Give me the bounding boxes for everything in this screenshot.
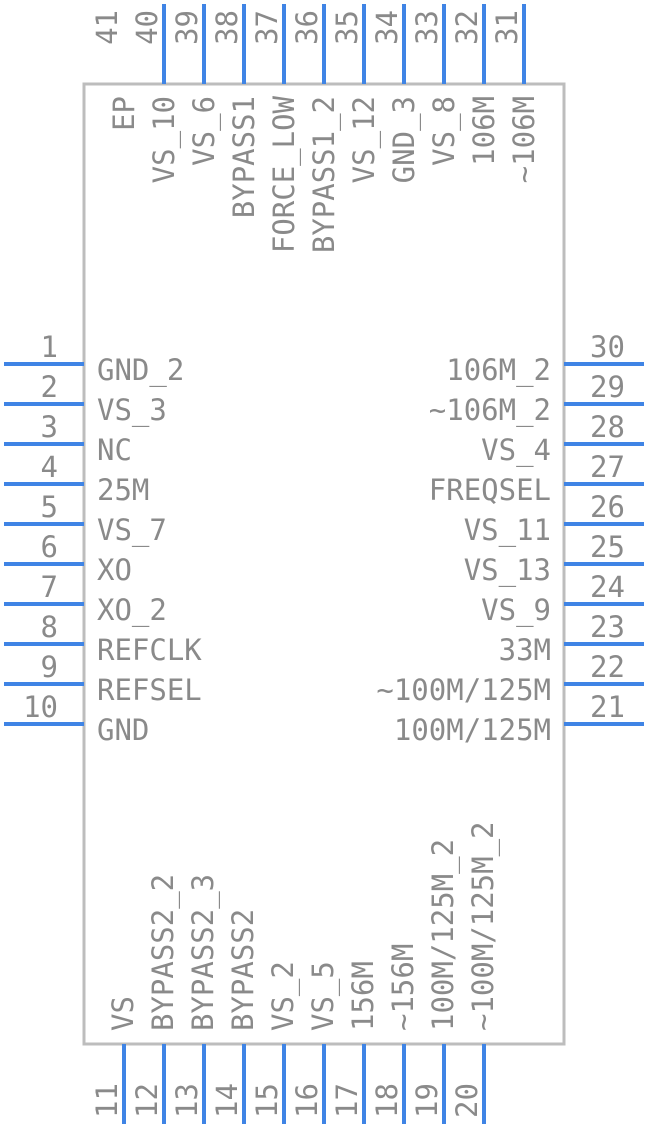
pin-number-27: 27 xyxy=(590,450,625,484)
pin-number-6: 6 xyxy=(41,530,58,564)
pin-label-not-156m: ~156M xyxy=(386,944,420,1031)
pin-label-freqsel: FREQSEL xyxy=(429,473,551,507)
pin-number-39: 39 xyxy=(170,10,204,45)
pin-number-40: 40 xyxy=(130,10,164,45)
pin-label-106m-2: 106M_2 xyxy=(446,353,551,388)
pin-number-1: 1 xyxy=(41,330,58,364)
pin-label-ep: EP xyxy=(107,96,141,131)
pin-label-bypass1: BYPASS1 xyxy=(227,96,261,218)
pin-number-15: 15 xyxy=(250,1083,284,1118)
pin-label-vs: VS xyxy=(106,996,140,1031)
pin-label-bypass2-2: BYPASS2_2 xyxy=(146,874,181,1031)
pin-number-8: 8 xyxy=(41,610,58,644)
pin-label-not-100m-125m-2: ~100M/125M_2 xyxy=(466,821,501,1031)
pin-number-5: 5 xyxy=(41,490,58,524)
pin-number-20: 20 xyxy=(450,1083,484,1118)
pin-number-14: 14 xyxy=(210,1083,244,1118)
pin-number-36: 36 xyxy=(290,10,324,45)
pin-label-100m-125m-2: 100M/125M_2 xyxy=(426,839,461,1031)
pin-label-not-106m: ~106M xyxy=(507,96,541,183)
pin-number-2: 2 xyxy=(41,370,58,404)
pin-label-156m: 156M xyxy=(346,961,380,1031)
pin-label-not-100m-125m: ~100M/125M xyxy=(376,673,551,707)
pin-number-30: 30 xyxy=(590,330,625,364)
pin-label-bypass1-2: BYPASS1_2 xyxy=(307,96,342,253)
pin-label-refclk: REFCLK xyxy=(97,633,202,667)
pin-number-32: 32 xyxy=(450,10,484,45)
pin-label-bypass2: BYPASS2 xyxy=(226,909,260,1031)
pin-label-33m: 33M xyxy=(499,633,551,667)
pin-number-4: 4 xyxy=(41,450,58,484)
pin-number-18: 18 xyxy=(370,1083,404,1118)
pin-label-gnd-2: GND_2 xyxy=(97,353,184,388)
pin-number-29: 29 xyxy=(590,370,625,404)
pin-number-28: 28 xyxy=(590,410,625,444)
pin-number-12: 12 xyxy=(130,1083,164,1118)
pin-number-19: 19 xyxy=(410,1083,444,1118)
pin-label-vs-6: VS_6 xyxy=(187,96,222,166)
pin-number-41: 41 xyxy=(90,10,124,45)
pin-number-31: 31 xyxy=(490,10,524,45)
pin-label-vs-12: VS_12 xyxy=(347,96,382,183)
pin-label-gnd-3: GND_3 xyxy=(387,96,422,183)
pin-label-xo-2: XO_2 xyxy=(97,593,167,628)
pin-number-3: 3 xyxy=(41,410,58,444)
pin-label-vs-7: VS_7 xyxy=(97,513,167,548)
pin-label-vs-13: VS_13 xyxy=(464,553,551,588)
pin-label-25m: 25M xyxy=(97,473,149,507)
pin-number-37: 37 xyxy=(250,10,284,45)
pin-number-23: 23 xyxy=(590,610,625,644)
pin-number-9: 9 xyxy=(41,650,58,684)
pin-number-11: 11 xyxy=(90,1083,124,1118)
pin-label-100m-125m: 100M/125M xyxy=(394,713,551,747)
pin-label-xo: XO xyxy=(97,553,132,587)
pin-number-7: 7 xyxy=(41,570,58,604)
pin-label-vs-5: VS_5 xyxy=(306,961,341,1031)
ic-body xyxy=(82,82,566,1046)
pin-label-bypass2-3: BYPASS2_3 xyxy=(186,874,221,1031)
pin-number-26: 26 xyxy=(590,490,625,524)
pin-label-vs-9: VS_9 xyxy=(481,593,551,628)
pin-number-17: 17 xyxy=(330,1083,364,1118)
pin-number-21: 21 xyxy=(590,690,625,724)
pin-label-vs-4: VS_4 xyxy=(481,433,551,468)
pin-label-gnd: GND xyxy=(97,713,149,747)
pin-label-106m: 106M xyxy=(467,96,501,166)
pin-label-force-low: FORCE_LOW xyxy=(267,95,302,253)
pin-label-vs-8: VS_8 xyxy=(427,96,462,166)
pin-label-not-106m-2: ~106M_2 xyxy=(429,393,551,428)
pin-label-vs-3: VS_3 xyxy=(97,393,167,428)
pin-number-38: 38 xyxy=(210,10,244,45)
pin-number-24: 24 xyxy=(590,570,625,604)
pin-number-33: 33 xyxy=(410,10,444,45)
pin-label-nc: NC xyxy=(97,433,132,467)
pin-label-vs-10: VS_10 xyxy=(147,96,182,183)
pin-number-25: 25 xyxy=(590,530,625,564)
pin-label-refsel: REFSEL xyxy=(97,673,202,707)
pin-number-13: 13 xyxy=(170,1083,204,1118)
pin-number-10: 10 xyxy=(23,690,58,724)
pin-label-vs-2: VS_2 xyxy=(266,961,301,1031)
pin-label-vs-11: VS_11 xyxy=(464,513,551,548)
pin-number-16: 16 xyxy=(290,1083,324,1118)
pin-number-34: 34 xyxy=(370,10,404,45)
pin-number-35: 35 xyxy=(330,10,364,45)
pin-number-22: 22 xyxy=(590,650,625,684)
